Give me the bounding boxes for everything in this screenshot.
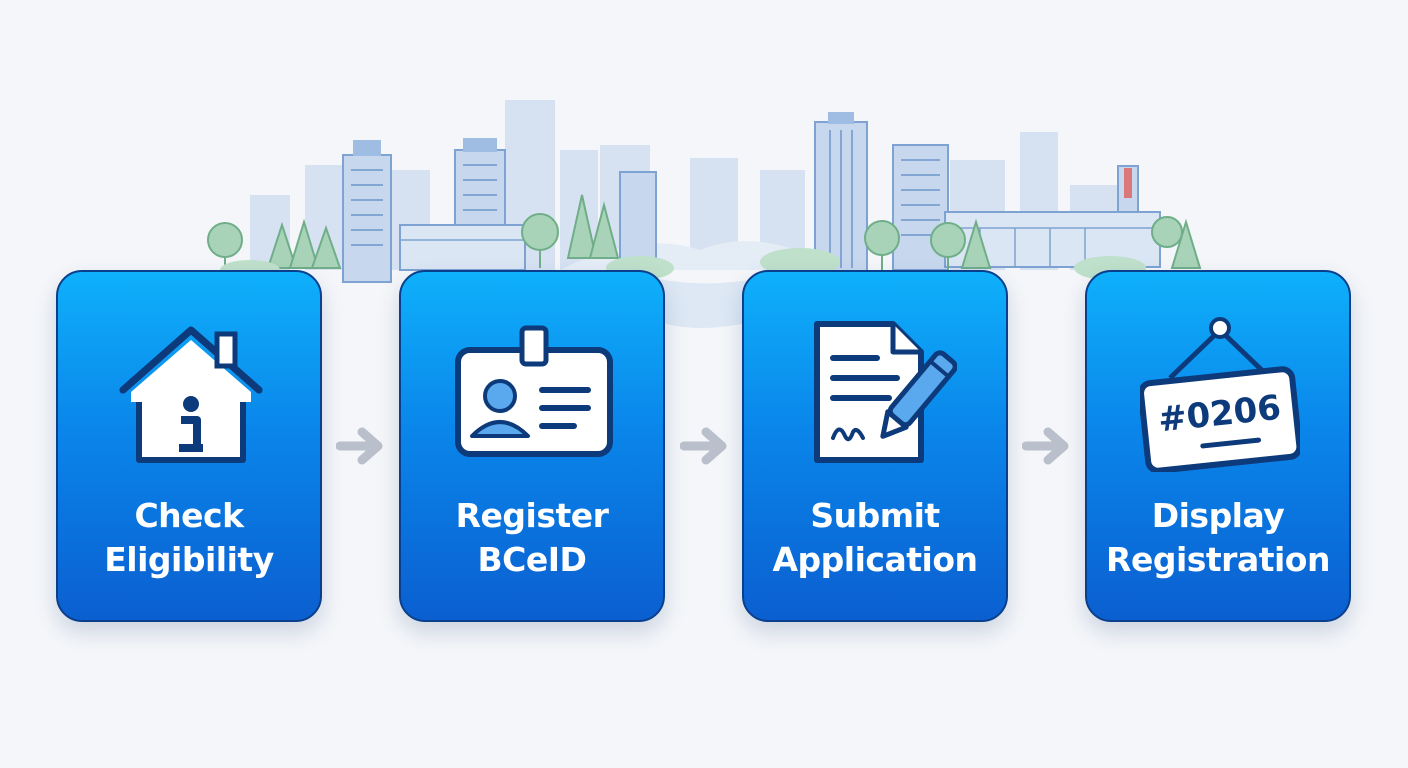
city-skyline-illustration xyxy=(207,100,1202,329)
arrow-right-icon xyxy=(336,427,383,465)
step-label-line-1: Display xyxy=(1151,496,1285,535)
document-pen-icon xyxy=(814,321,957,463)
step-label: Submit Application xyxy=(744,494,1006,582)
step-label-line-1: Check xyxy=(134,496,244,535)
step-card-display-registration: #0206 Display Registration xyxy=(1085,270,1351,622)
house-info-icon xyxy=(119,326,263,463)
arrow-right-icon xyxy=(1022,427,1069,465)
step-label-line-1: Submit xyxy=(810,496,940,535)
step-card-check-eligibility: Check Eligibility xyxy=(56,270,322,622)
step-label-line-2: Registration xyxy=(1106,540,1330,579)
step-label: Register BCeID xyxy=(401,494,663,582)
arrow-right-icon xyxy=(680,427,727,465)
registration-sign-icon: #0206 xyxy=(1140,317,1300,472)
step-label-line-1: Register xyxy=(455,496,609,535)
step-card-register-bceid: Register BCeID xyxy=(399,270,665,622)
step-label-line-2: BCeID xyxy=(477,540,587,579)
step-label-line-2: Application xyxy=(772,540,979,579)
step-label-line-2: Eligibility xyxy=(104,540,274,579)
step-label: Display Registration xyxy=(1087,494,1349,582)
step-label: Check Eligibility xyxy=(58,494,320,582)
step-card-submit-application: Submit Application xyxy=(742,270,1008,622)
id-badge-icon xyxy=(455,325,613,457)
